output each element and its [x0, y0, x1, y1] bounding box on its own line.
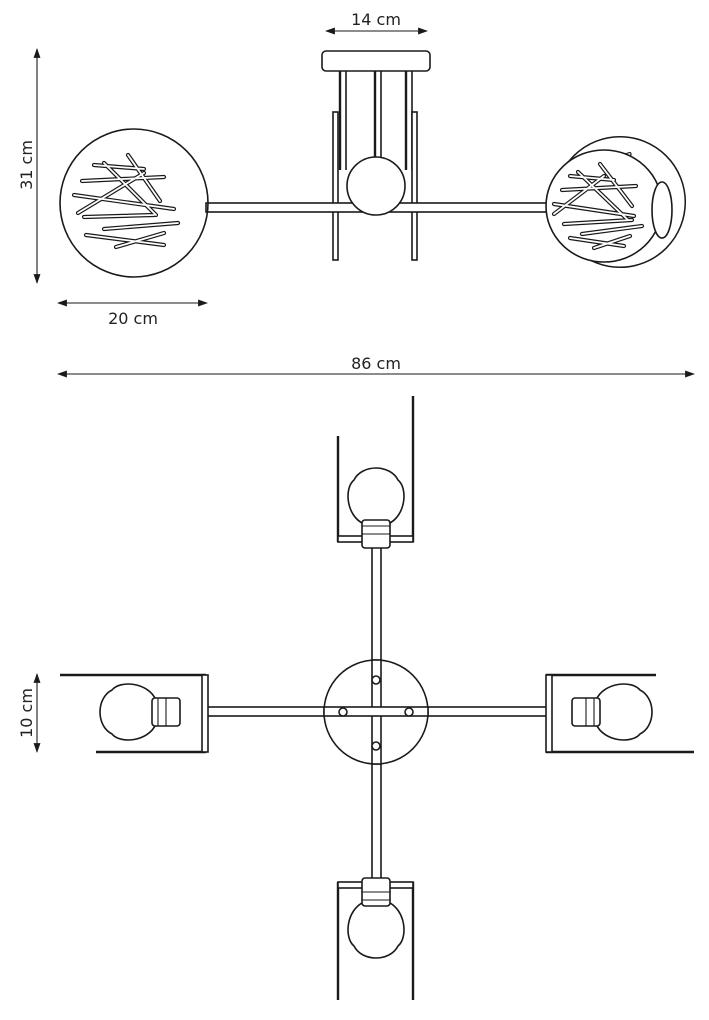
right-front-globe-shade: [545, 149, 663, 263]
dimension-height: 31 cm: [17, 48, 41, 284]
bulb-holder-bottom: [336, 877, 415, 1000]
suspension-rods: [338, 71, 413, 170]
dimension-shade-diameter: 20 cm: [57, 299, 208, 328]
bulb-holder-right: [545, 673, 694, 754]
bulb-holder-left: [60, 673, 209, 754]
dimension-top-width: 14 cm: [325, 10, 428, 35]
dimension-label-plate-height: 10 cm: [17, 688, 36, 738]
ceiling-canopy: [321, 50, 431, 72]
bulb-holder-top: [336, 396, 415, 549]
dimension-label-top-width: 14 cm: [351, 10, 401, 29]
dimension-label-total-width: 86 cm: [351, 354, 401, 373]
dimension-label-shade-diameter: 20 cm: [108, 309, 158, 328]
center-canopy: [323, 659, 429, 765]
dimension-label-height: 31 cm: [17, 140, 36, 190]
dimension-total-width: 86 cm: [57, 354, 695, 378]
top-view: [60, 396, 694, 1000]
dimension-plate-height: 10 cm: [17, 673, 41, 753]
side-plate-left: [332, 111, 339, 261]
side-view: [60, 50, 687, 277]
right-socket-plate: [651, 181, 673, 239]
left-globe-shade: [60, 129, 208, 277]
side-plate-right: [411, 111, 418, 261]
central-hub: [346, 156, 406, 216]
